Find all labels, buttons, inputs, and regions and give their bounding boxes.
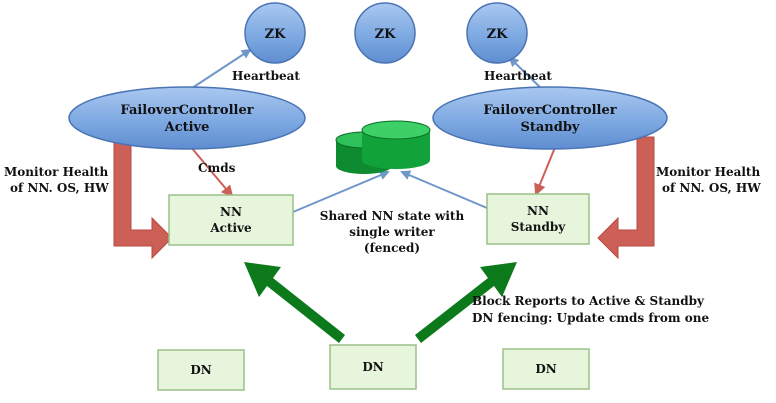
failover-controller-standby: FailoverController Standby <box>432 86 668 150</box>
monitor-label-right-line1: Monitor Health <box>656 165 760 179</box>
block-reports-label-line2: DN fencing: Update cmds from one <box>472 311 709 325</box>
nn-active-line1: NN <box>220 205 242 219</box>
dn-center-label: DN <box>362 360 383 374</box>
zk-right-label: ZK <box>487 27 508 42</box>
nn-active-line2: Active <box>209 221 252 235</box>
shared-state-label-line3: (fenced) <box>364 241 420 255</box>
datanode-center: DN <box>329 344 417 390</box>
monitor-label-right-line2: of NN. OS, HW <box>662 181 761 195</box>
zk-node-right: ZK <box>466 2 528 64</box>
shared-storage-disk-icon <box>335 120 431 174</box>
monitor-arrow-left <box>113 136 173 260</box>
failover-controller-active: FailoverController Active <box>68 86 306 150</box>
datanode-left: DN <box>157 349 245 391</box>
heartbeat-arrow-left <box>185 48 252 93</box>
shared-state-label-line2: single writer <box>349 225 435 239</box>
monitor-arrow-right <box>597 136 655 260</box>
block-report-arrow-active <box>244 262 345 343</box>
fc-standby-line2: Standby <box>520 120 579 135</box>
datanode-right: DN <box>502 348 590 390</box>
heartbeat-arrow-right <box>508 56 546 93</box>
fc-standby-line1: FailoverController <box>483 103 616 118</box>
zk-center-label: ZK <box>375 27 396 42</box>
dn-right-label: DN <box>535 362 556 376</box>
dn-left-label: DN <box>190 363 211 377</box>
shared-state-label-line1: Shared NN state with <box>320 209 465 223</box>
fc-active-line2: Active <box>164 120 210 135</box>
zk-node-left: ZK <box>244 2 306 64</box>
cmds-label: Cmds <box>198 161 236 175</box>
zk-node-center: ZK <box>354 2 416 64</box>
shared-state-arrow-active <box>292 170 390 213</box>
zk-left-label: ZK <box>265 27 286 42</box>
monitor-label-left-line2: of NN. OS, HW <box>10 181 109 195</box>
monitor-label-left-line1: Monitor Health <box>4 165 108 179</box>
shared-state-arrow-standby <box>400 170 488 209</box>
block-reports-label-line1: Block Reports to Active & Standby <box>472 294 705 308</box>
heartbeat-label-right: Heartbeat <box>484 69 552 83</box>
nn-standby-line2: Standby <box>511 220 566 234</box>
block-report-arrow-standby <box>415 262 517 343</box>
fc-active-line1: FailoverController <box>120 103 253 118</box>
nn-standby-line1: NN <box>527 204 549 218</box>
namenode-standby: NN Standby <box>486 193 590 245</box>
heartbeat-label-left: Heartbeat <box>232 69 300 83</box>
namenode-active: NN Active <box>168 194 294 246</box>
